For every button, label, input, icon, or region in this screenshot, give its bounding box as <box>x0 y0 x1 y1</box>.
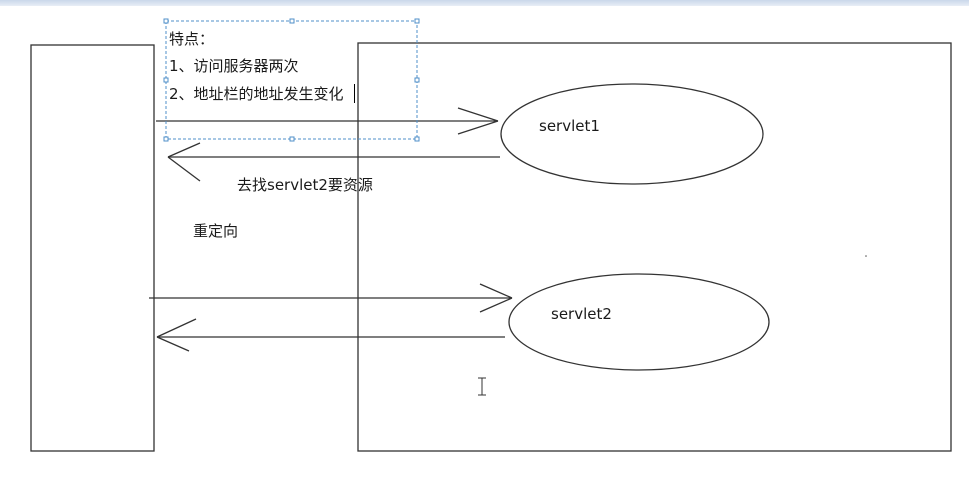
resize-handle[interactable] <box>289 136 295 142</box>
arrow-request-2 <box>149 283 513 313</box>
resize-handle[interactable] <box>414 136 420 142</box>
note-line-2: 2、地址栏的地址发生变化 <box>169 85 344 103</box>
resize-handle[interactable] <box>414 18 420 24</box>
note-title: 特点： <box>169 30 215 48</box>
arrow-response-1 <box>167 142 500 182</box>
redirect-label: 重定向 <box>193 222 239 240</box>
client-box <box>30 44 155 452</box>
note-selection-box[interactable] <box>163 18 420 142</box>
servlet1-ellipse[interactable] <box>500 83 764 185</box>
resize-handle[interactable] <box>163 77 169 83</box>
request-servlet2-label: 去找servlet2要资源 <box>237 176 373 194</box>
servlet1-label: servlet1 <box>539 117 600 135</box>
arrow-request-1 <box>156 107 499 135</box>
text-cursor-icon <box>478 377 486 396</box>
stray-dot <box>865 255 867 257</box>
text-caret <box>354 84 355 103</box>
server-box <box>357 42 952 452</box>
servlet2-ellipse[interactable] <box>508 273 770 371</box>
resize-handle[interactable] <box>289 18 295 24</box>
servlet2-label: servlet2 <box>551 305 612 323</box>
arrow-response-2 <box>156 318 505 352</box>
resize-handle[interactable] <box>163 18 169 24</box>
resize-handle[interactable] <box>163 136 169 142</box>
resize-handle[interactable] <box>414 77 420 83</box>
window-top-bar <box>0 0 969 6</box>
note-line-1: 1、访问服务器两次 <box>169 57 299 75</box>
